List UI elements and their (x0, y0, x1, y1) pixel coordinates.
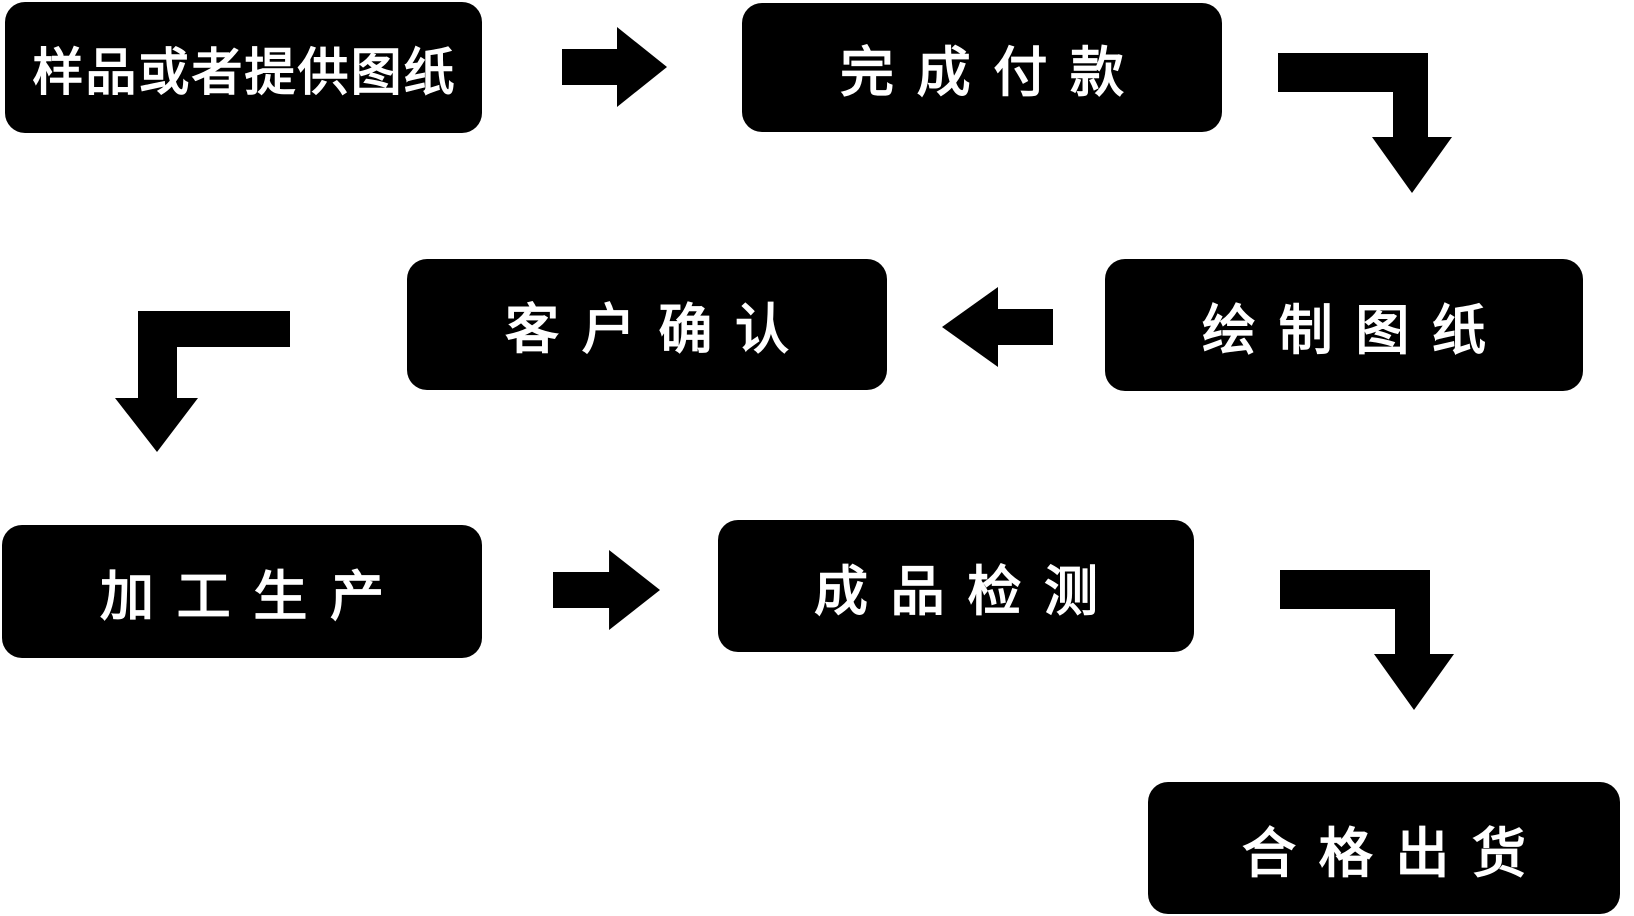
node-payment: 完成付款 (742, 3, 1222, 132)
node-confirm-label: 客户确认 (504, 298, 812, 361)
arrow-elbow-down-icon-confirm-to-production (115, 311, 290, 452)
node-shipment-label: 合格出货 (1241, 821, 1549, 885)
node-confirm: 客户确认 (407, 259, 887, 390)
node-inspection-label: 成品检测 (813, 559, 1121, 623)
node-production: 加工生产 (2, 525, 482, 658)
arrow-right-icon-sample-to-payment (562, 27, 667, 107)
arrow-right-icon-production-to-inspection (553, 550, 660, 630)
node-payment-label: 完成付款 (839, 41, 1147, 104)
node-inspection: 成品检测 (718, 520, 1194, 652)
arrow-left-icon-draw-to-confirm (942, 287, 1053, 367)
node-sample-label: 样品或者提供图纸 (32, 43, 457, 103)
node-draw-label: 绘制图纸 (1201, 298, 1509, 362)
node-production-label: 加工生产 (99, 565, 407, 628)
node-draw: 绘制图纸 (1105, 259, 1583, 391)
node-sample: 样品或者提供图纸 (5, 2, 482, 133)
arrow-elbow-down-icon-inspection-to-shipment (1280, 570, 1454, 710)
node-shipment: 合格出货 (1148, 782, 1620, 914)
arrow-elbow-down-icon-payment-to-draw (1278, 53, 1452, 193)
